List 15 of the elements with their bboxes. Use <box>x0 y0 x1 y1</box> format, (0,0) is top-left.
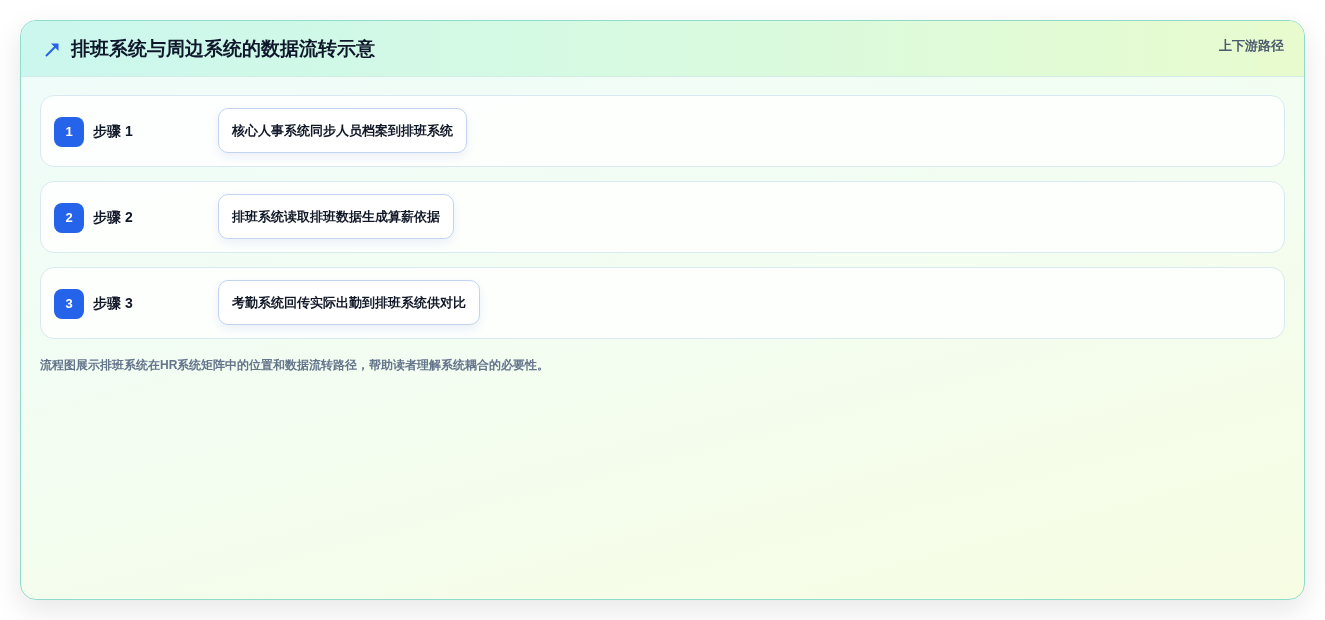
step-row <box>40 267 1285 339</box>
title: 排班系统与周边系统的数据流转示意 <box>71 37 375 61</box>
step-row <box>40 181 1285 253</box>
step-description: 排班系统读取排班数据生成算薪依据 <box>218 194 454 239</box>
step-label: 步骤 1 <box>93 122 133 140</box>
step-row <box>40 95 1285 167</box>
step-number-badge: 2 <box>54 203 84 233</box>
header-note: 上下游路径 <box>1219 37 1284 54</box>
step-description: 核心人事系统同步人员档案到排班系统 <box>218 108 467 153</box>
step-description: 考勤系统回传实际出勤到排班系统供对比 <box>218 280 480 325</box>
step-label: 步骤 2 <box>93 208 133 226</box>
step-number-badge: 1 <box>54 117 84 147</box>
caption: 流程图展示排班系统在HR系统矩阵中的位置和数据流转路径，帮助读者理解系统耦合的必要性。 <box>40 357 550 373</box>
step-number-badge: 3 <box>54 289 84 319</box>
step-label: 步骤 3 <box>93 294 133 312</box>
